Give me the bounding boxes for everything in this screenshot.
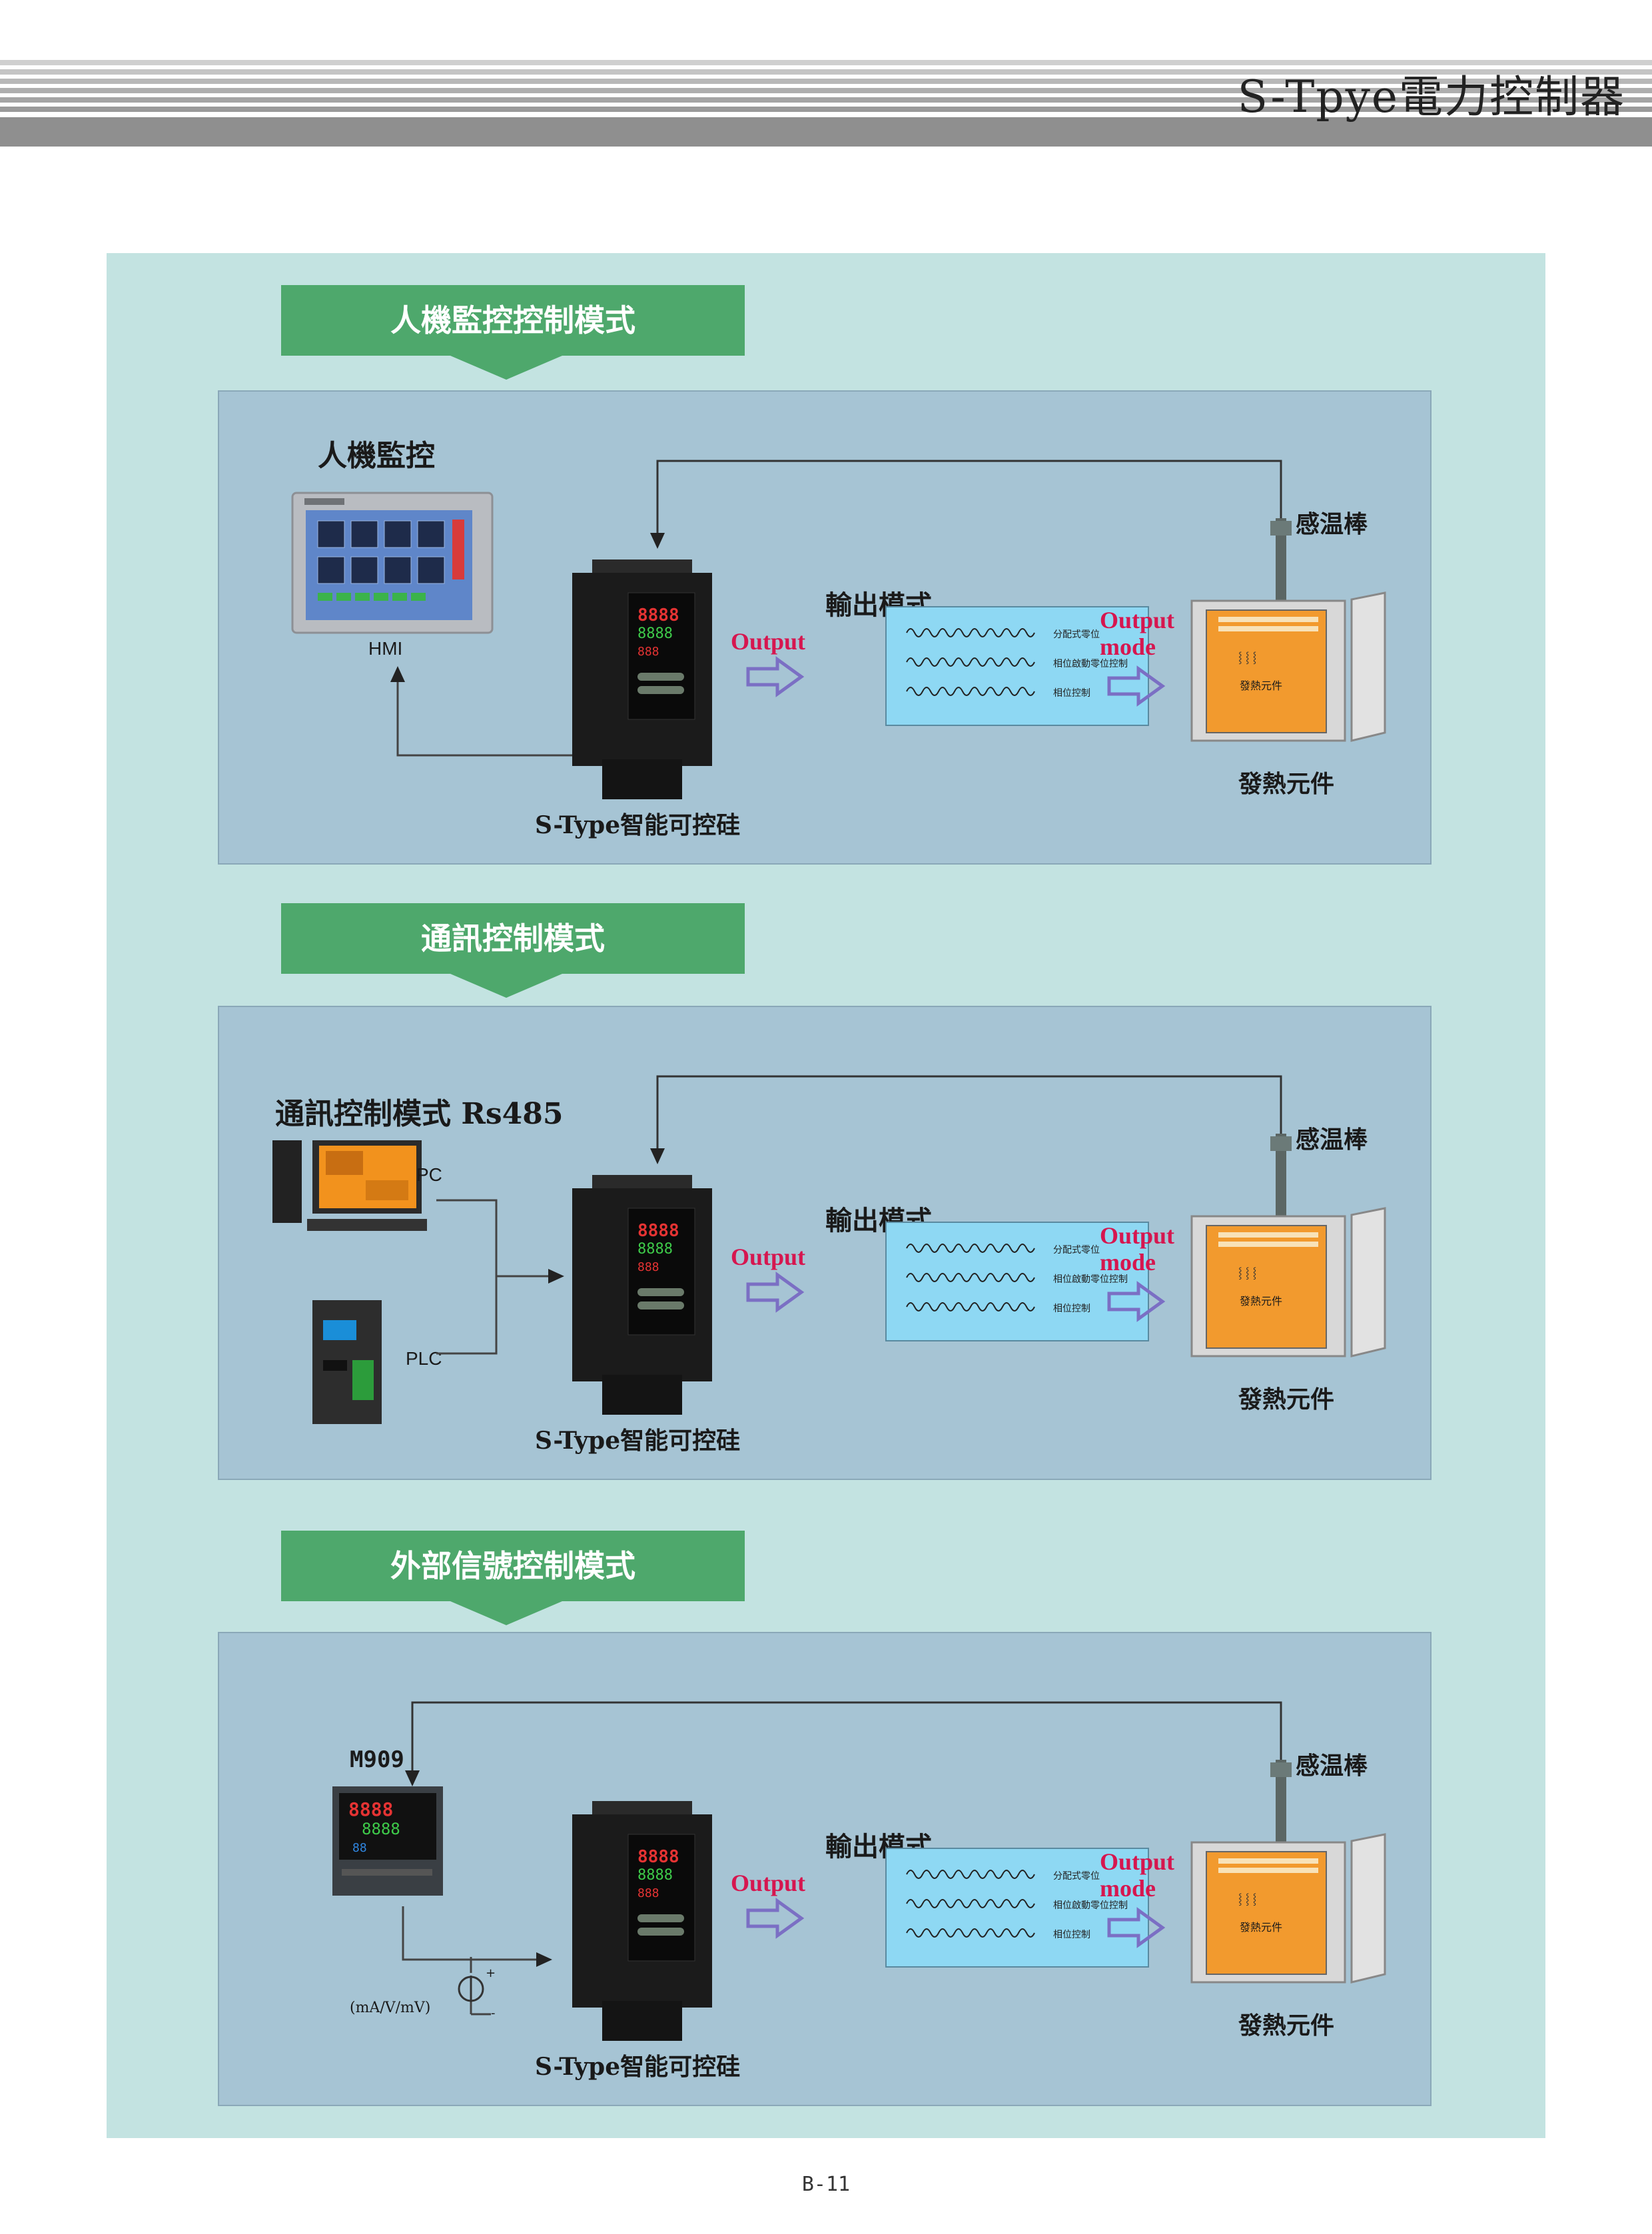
signal-plus: +: [486, 1966, 496, 1980]
output-mode-arrow-icon: [1107, 665, 1166, 707]
svg-text:888: 888: [637, 1260, 659, 1274]
output-arrow-icon: [746, 1898, 805, 1939]
svg-text:8888: 8888: [637, 1847, 679, 1867]
heater-inner-label: 發熱元件: [1240, 1295, 1283, 1307]
svg-text:⸾ ⸾ ⸾: ⸾ ⸾ ⸾: [1238, 1892, 1256, 1906]
header-stripes: [0, 60, 1652, 147]
controller-label: S-Type智能可控硅: [535, 811, 741, 839]
banner-communication-mode: 通訊控制模式: [281, 903, 745, 998]
output-mode-box: 分配式零位 相位啟動零位控制 相位控制: [885, 1222, 1149, 1341]
svg-text:888: 888: [637, 645, 659, 659]
sensor-label: 感温棒: [1296, 1752, 1368, 1780]
mode-item: 相位控制: [1053, 1303, 1090, 1314]
svg-text:8888: 8888: [637, 625, 673, 642]
output-mode-label: mode: [1100, 1249, 1156, 1276]
signal-lines: [390, 460, 1282, 757]
output-label: Output: [731, 1244, 806, 1270]
output-mode-box: 分配式零位 相位啟動零位控制 相位控制: [885, 606, 1149, 726]
page-title: S-Tpye電力控制器: [1237, 71, 1625, 123]
sensor-label: 感温棒: [1296, 1126, 1368, 1154]
output-mode-label: Output: [1100, 1222, 1175, 1249]
svg-text:8888: 8888: [362, 1820, 400, 1838]
controller-device-icon: 8888 8888 888: [572, 1801, 712, 2041]
heater-label: 發熱元件: [1238, 770, 1335, 798]
banner-external-signal-mode: 外部信號控制模式: [281, 1531, 745, 1625]
pc-computer-icon: [272, 1140, 427, 1231]
heater-inner-label: 發熱元件: [1240, 1921, 1283, 1934]
mode-item: 相位控制: [1053, 688, 1090, 699]
output-label: Output: [731, 1870, 806, 1896]
output-mode-arrow-icon: [1107, 1907, 1166, 1948]
banner-title: 人機監控控制模式: [390, 302, 635, 338]
waveform-icons: [906, 1244, 1035, 1311]
svg-text:8888: 8888: [637, 605, 679, 625]
mode-item: 相位啟動零位控制: [1053, 659, 1128, 669]
mode-item: 相位啟動零位控制: [1053, 1900, 1128, 1911]
controller-device-icon: 8888 8888 888: [572, 559, 712, 799]
banner-pointer: [450, 1601, 562, 1625]
plc-device-icon: [312, 1300, 382, 1424]
svg-text:⸾ ⸾ ⸾: ⸾ ⸾ ⸾: [1238, 1266, 1256, 1280]
mode-item: 分配式零位: [1053, 1871, 1100, 1882]
sensor-label: 感温棒: [1296, 510, 1368, 538]
temperature-probe-icon: [1270, 1760, 1292, 1853]
svg-text:8888: 8888: [637, 1221, 679, 1241]
source-title: 人機監控: [318, 439, 435, 473]
source-title: 通訊控制模式 Rs485: [275, 1097, 564, 1131]
heater-cabinet-icon: ⸾ ⸾ ⸾: [1190, 1207, 1386, 1357]
waveform-icons: [906, 1870, 1035, 1938]
signal-lines: [436, 1075, 1282, 1355]
waveform-icons: [906, 628, 1035, 696]
panel-hmi-mode: 人機監控 HMI 8888 8888: [218, 390, 1432, 865]
svg-text:888: 888: [637, 1886, 659, 1900]
banner-pointer: [450, 356, 562, 380]
hmi-screen-icon: [291, 492, 494, 634]
mode-item: 分配式零位: [1053, 629, 1100, 640]
mode-item: 分配式零位: [1053, 1245, 1100, 1256]
signal-lines: [402, 1701, 1282, 2016]
temperature-probe-icon: [1270, 518, 1292, 611]
panel-communication-mode: 通訊控制模式 Rs485 PC PLC: [218, 1006, 1432, 1480]
signal-type-label: (mA/V/mV): [350, 2000, 431, 2016]
svg-text:⸾ ⸾ ⸾: ⸾ ⸾ ⸾: [1238, 651, 1256, 665]
heater-label: 發熱元件: [1238, 2012, 1335, 2040]
page-header: S-Tpye電力控制器: [0, 0, 1652, 153]
page-number: B-11: [801, 2173, 851, 2196]
output-label: Output: [731, 628, 806, 655]
svg-text:88: 88: [352, 1841, 367, 1855]
banner-hmi-mode: 人機監控控制模式: [281, 285, 745, 380]
signal-minus: -: [491, 2006, 496, 2020]
controller-label: S-Type智能可控硅: [535, 2053, 741, 2081]
output-mode-arrow-icon: [1107, 1281, 1166, 1322]
heater-cabinet-icon: ⸾ ⸾ ⸾: [1190, 1833, 1386, 1984]
output-arrow-icon: [746, 656, 805, 697]
svg-text:8888: 8888: [637, 1241, 673, 1258]
heater-label: 發熱元件: [1238, 1385, 1335, 1413]
hmi-label: HMI: [368, 638, 403, 659]
banner-title: 外部信號控制模式: [390, 1548, 635, 1584]
diagram-container: 人機監控控制模式 人機監控 HMI: [107, 253, 1545, 2138]
output-mode-label: mode: [1100, 633, 1156, 660]
controller-label: S-Type智能可控硅: [535, 1427, 741, 1455]
output-mode-label: Output: [1100, 1848, 1175, 1875]
mode-item: 相位控制: [1053, 1930, 1090, 1940]
banner-title: 通訊控制模式: [421, 921, 605, 956]
controller-device-icon: 8888 8888 888: [572, 1175, 712, 1415]
mode-item: 相位啟動零位控制: [1053, 1274, 1128, 1285]
temperature-probe-icon: [1270, 1134, 1292, 1227]
heater-inner-label: 發熱元件: [1240, 679, 1283, 692]
heater-cabinet-icon: ⸾ ⸾ ⸾: [1190, 591, 1386, 742]
pc-label: PC: [416, 1164, 442, 1185]
plc-label: PLC: [406, 1348, 442, 1369]
svg-text:8888: 8888: [348, 1798, 393, 1820]
m909-controller-icon: 8888 8888 88: [332, 1786, 443, 1896]
output-mode-box: 分配式零位 相位啟動零位控制 相位控制: [885, 1848, 1149, 1968]
panel-external-signal-mode: M909 8888 8888 88 + - (mA/V/mV): [218, 1632, 1432, 2106]
output-arrow-icon: [746, 1272, 805, 1313]
m909-label: M909: [350, 1746, 404, 1773]
output-mode-label: mode: [1100, 1875, 1156, 1902]
banner-pointer: [450, 974, 562, 998]
output-mode-label: Output: [1100, 607, 1175, 633]
svg-text:8888: 8888: [637, 1867, 673, 1884]
